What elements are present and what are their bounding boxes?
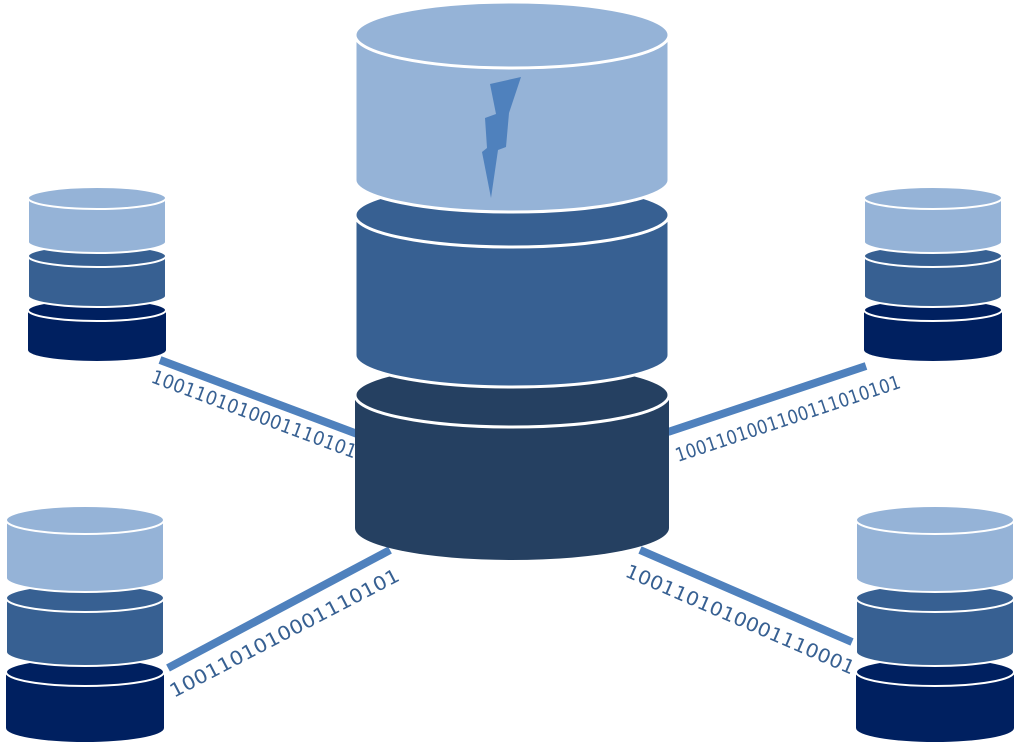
satellite-database-icon-top-right: [863, 186, 1003, 361]
central-database-icon: [353, 0, 671, 560]
link-label-top-left: 1001101010001110101: [148, 366, 360, 463]
link-line-bottom-right: [638, 546, 854, 646]
link-line-bottom-left: [166, 546, 392, 672]
satellite-database-icon-bottom-right: [855, 505, 1015, 742]
central-tier-bottom: [355, 395, 669, 560]
link-line-top-left: [158, 356, 362, 439]
central-tier-top: [353, 33, 671, 214]
satellite-database-icon-top-left: [27, 186, 167, 361]
lightning-bolt-icon: [482, 77, 521, 198]
connection-lines: [158, 356, 868, 672]
central-tier-top-cap: [353, 0, 671, 70]
link-label-bottom-left: 1001101010001110101: [166, 565, 403, 703]
satellite-database-icon-bottom-left: [5, 505, 165, 742]
link-label-bottom-right: 1001101010001110001: [622, 560, 858, 679]
central-tier-middle: [353, 213, 671, 389]
link-line-top-right: [666, 362, 868, 436]
